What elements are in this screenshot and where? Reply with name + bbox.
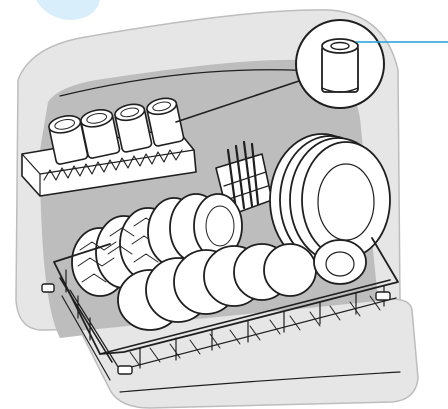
corner-badge [36, 0, 100, 20]
cup-detail-callout [296, 20, 384, 108]
cup-cylinder-icon [322, 39, 358, 92]
